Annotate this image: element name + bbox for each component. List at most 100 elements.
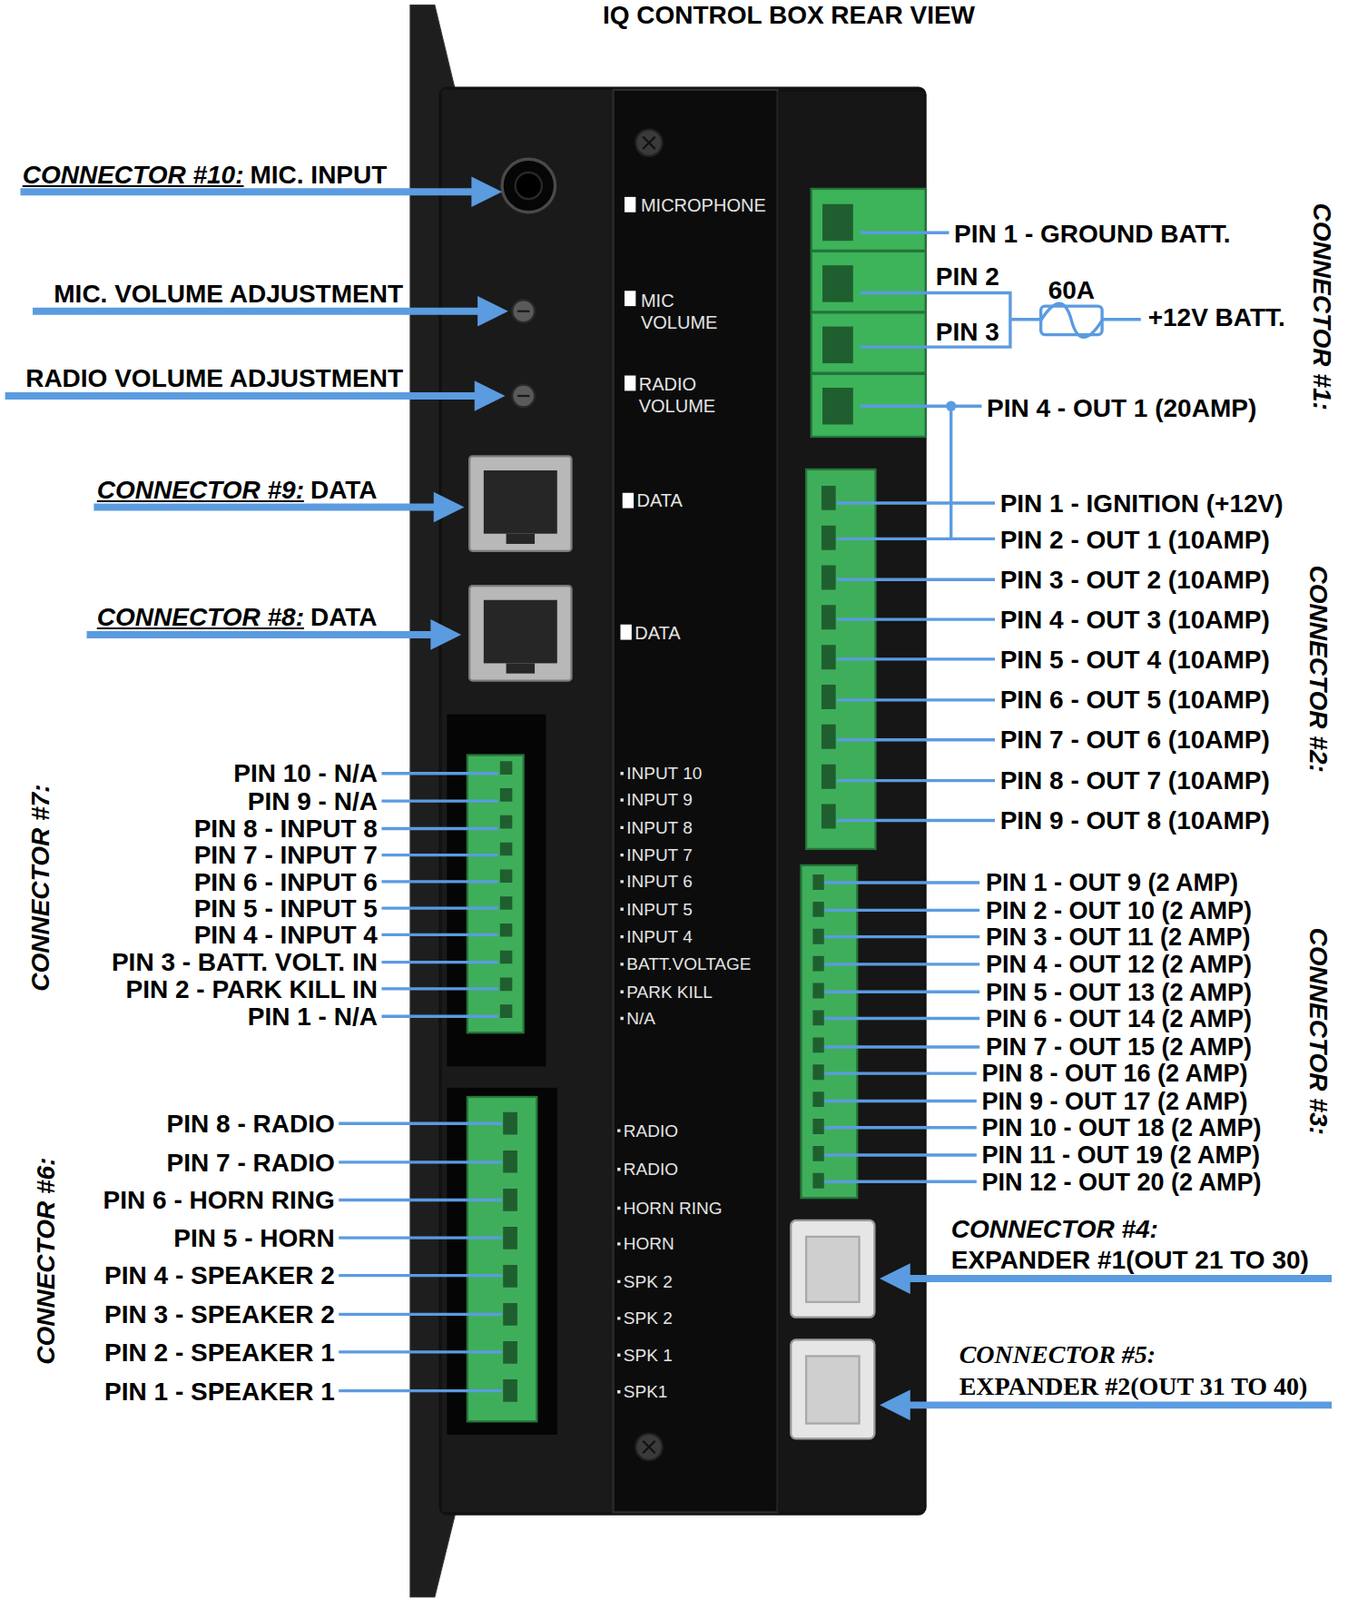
panel-label: MIC VOLUME	[640, 289, 718, 334]
panel-label: INPUT 6	[626, 872, 693, 891]
fuse-rating: 60A	[1048, 276, 1095, 304]
panel-label: PARK KILL	[626, 983, 713, 1002]
screw	[635, 1433, 662, 1460]
pin-label: PIN 6 - HORN RING	[103, 1186, 335, 1213]
connector-callout: CONNECTOR #7:	[27, 784, 54, 992]
panel-label: RADIO	[623, 1121, 679, 1141]
terminal-block-6	[467, 1096, 537, 1421]
pin-label: PIN 9 - OUT 17 (2 AMP)	[981, 1088, 1248, 1114]
panel-label: SPK 2	[623, 1308, 673, 1328]
callout-arrow	[5, 176, 1332, 1420]
rj45-socket	[469, 585, 571, 681]
callout-arrow	[474, 380, 506, 412]
expander-port	[806, 1236, 859, 1302]
panel-label: DATA	[636, 489, 682, 512]
panel-label: INPUT 4	[626, 927, 693, 946]
panel-label: INPUT 8	[626, 818, 693, 837]
callout-arrow	[430, 619, 462, 650]
pin-label: PIN 10 - OUT 18 (2 AMP)	[981, 1114, 1261, 1141]
pin-label: PIN 4 - OUT 3 (10AMP)	[1000, 606, 1270, 633]
pin-label: PIN 4 - OUT 12 (2 AMP)	[985, 951, 1252, 977]
connector-callout: CONNECTOR #1:	[1308, 202, 1335, 410]
rj45-socket	[506, 533, 535, 544]
pin-label: PIN 1 - IGNITION (+12V)	[1000, 490, 1284, 517]
mic-jack	[501, 158, 555, 212]
volume-knob	[511, 384, 535, 408]
callout-label: MIC. VOLUME ADJUSTMENT	[53, 280, 404, 307]
pin-label: PIN 12 - OUT 20 (2 AMP)	[981, 1169, 1261, 1195]
volume-knob	[511, 299, 535, 407]
pin-label: PIN 6 - INPUT 6	[194, 868, 378, 896]
callout-label: MIC. INPUT	[249, 161, 387, 188]
panel-label: SPK 2	[623, 1272, 673, 1291]
panel-label: INPUT 7	[626, 846, 693, 865]
terminal-block-1	[811, 188, 926, 437]
pin-label: PIN 3	[935, 318, 1000, 345]
connector-callout: CONNECTOR #8:	[97, 603, 305, 630]
callout-arrow	[879, 1262, 911, 1294]
pin-label: PIN 1 - GROUND BATT.	[954, 220, 1230, 247]
panel-label: HORN	[623, 1234, 675, 1253]
callout-arrow	[433, 491, 465, 523]
leader-line	[381, 773, 498, 1016]
terminal-block-7	[446, 714, 546, 1067]
leader-line	[338, 1122, 502, 1390]
panel-marker	[624, 375, 636, 392]
panel-label: INPUT 9	[626, 790, 693, 809]
connector-callout: CONNECTOR #6:	[32, 1156, 60, 1364]
pin-label: PIN 7 - OUT 15 (2 AMP)	[985, 1033, 1252, 1060]
panel-label: INPUT 10	[626, 764, 702, 783]
pin-label: PIN 1 - OUT 9 (2 AMP)	[985, 869, 1239, 896]
callout-label: DATA	[310, 603, 378, 630]
connector-callout: CONNECTOR #9:	[97, 476, 305, 503]
pin-label: PIN 11 - OUT 19 (2 AMP)	[981, 1141, 1260, 1168]
mic-jack	[501, 158, 555, 212]
pin-label: PIN 3 - BATT. VOLT. IN	[111, 948, 378, 975]
terminal-block-3	[812, 874, 824, 1194]
panel-marker	[622, 492, 634, 509]
junction-dot	[945, 401, 956, 412]
panel-label: N/A	[626, 1009, 656, 1028]
pin-label: PIN 7 - OUT 6 (10AMP)	[1000, 726, 1270, 753]
pin-label: PIN 3 - OUT 11 (2 AMP)	[985, 924, 1251, 950]
connector-callout: CONNECTOR #5:	[959, 1340, 1157, 1368]
terminal-block-1	[822, 387, 854, 424]
connector-callout: CONNECTOR #10:	[22, 161, 245, 188]
mic-jack	[515, 172, 542, 199]
pin-label: PIN 4 - OUT 1 (20AMP)	[986, 394, 1257, 422]
pin-label: PIN 2 - PARK KILL IN	[125, 975, 377, 1003]
terminal-block-3	[800, 865, 857, 1198]
callout-arrow	[471, 176, 502, 207]
pin-label: PIN 10 - N/A	[233, 759, 378, 787]
pin-label: PIN 3 - OUT 2 (10AMP)	[1000, 566, 1270, 593]
panel-label: SPK 1	[623, 1346, 673, 1365]
callout-label: DATA	[310, 476, 378, 503]
pin-label: PIN 1 - SPEAKER 1	[104, 1377, 335, 1405]
panel-marker	[624, 290, 636, 306]
terminal-block-6	[446, 1087, 557, 1435]
rj45-socket	[469, 455, 571, 680]
box-housing	[438, 87, 926, 1516]
supply-label: +12V BATT.	[1148, 304, 1286, 331]
terminal-block-7	[446, 714, 546, 1067]
pin-label: PIN 5 - INPUT 5	[194, 895, 378, 922]
junction-dot	[945, 401, 956, 412]
panel-marker	[624, 196, 636, 213]
pin-label: PIN 3 - SPEAKER 2	[104, 1300, 335, 1328]
pin-label: PIN 5 - OUT 4 (10AMP)	[1000, 646, 1270, 673]
pin-label: PIN 6 - OUT 5 (10AMP)	[1000, 686, 1270, 713]
connector-callout: CONNECTOR #3:	[1305, 926, 1332, 1134]
fuse-symbol	[1041, 303, 1103, 337]
panel-label: BATT.VOLTAGE	[626, 954, 751, 974]
terminal-block-7	[467, 755, 524, 1034]
expander-port	[806, 1355, 859, 1423]
box-housing	[613, 89, 778, 1512]
callout-label: EXPANDER #2(OUT 31 TO 40)	[959, 1372, 1309, 1399]
volume-knob	[517, 394, 530, 397]
screw	[635, 129, 662, 157]
rj45-socket	[506, 662, 535, 673]
diagram-title: IQ CONTROL BOX REAR VIEW	[602, 1, 975, 29]
panel-label: RADIO VOLUME	[639, 373, 716, 417]
box-housing	[438, 87, 926, 1516]
